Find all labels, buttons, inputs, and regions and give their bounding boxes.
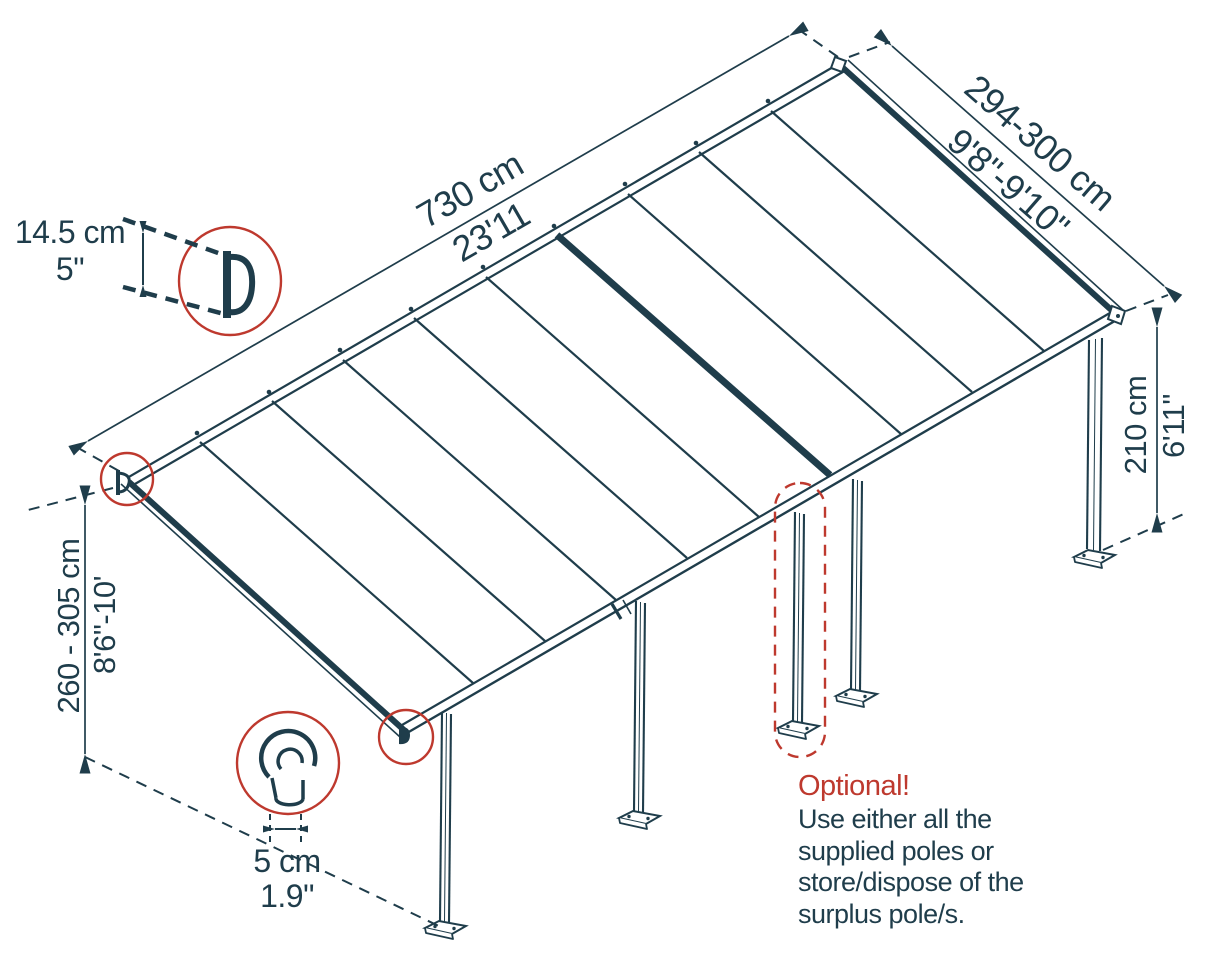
- dim-line-length: [68, 21, 809, 456]
- post-mid-right: [849, 478, 864, 692]
- ext-top-corner-right: [848, 41, 891, 58]
- dim-post-height-imperial-label: 6'11": [1156, 394, 1191, 458]
- post-mid-left: [632, 600, 647, 814]
- dim-post-height-metric-label: 210 cm: [1118, 376, 1153, 475]
- back-right-corner-cap: [829, 55, 848, 74]
- left-edge-outline: [120, 483, 401, 738]
- dim-eave-height-metric-label: 260 - 305 cm: [51, 539, 86, 714]
- optional-note-line: surplus pole/s.: [798, 899, 965, 929]
- callout-circle-front-corner: [377, 708, 435, 766]
- optional-note-line: Use either all the: [798, 804, 992, 834]
- callout-dash-top: [122, 216, 222, 257]
- support-posts: [438, 337, 1104, 924]
- panel-line: [342, 359, 617, 601]
- post-front-left: [438, 711, 453, 924]
- panel-line: [698, 151, 973, 393]
- ext-top-corner-left: [794, 26, 839, 58]
- dimension-lines: [68, 21, 1183, 774]
- optional-note-line: store/dispose of the: [798, 867, 1024, 897]
- panel-line: [199, 441, 474, 684]
- ext-left-corner-up: [79, 448, 120, 472]
- callout-circle-left-corner: [99, 451, 155, 507]
- optional-note: Optional! Use either all the supplied po…: [798, 770, 1024, 929]
- optional-pole-highlight: [773, 481, 827, 759]
- optional-note-title: Optional!: [798, 770, 910, 802]
- front-beam-splice: [610, 599, 632, 620]
- callout-dash-bottom: [122, 284, 229, 318]
- pole-elbow-icon: [258, 728, 318, 807]
- ground-line-left: [84, 756, 446, 930]
- dim-eave-height-imperial-label: 8'6"-10': [87, 576, 122, 674]
- callout-circle-gutter-profile: [177, 225, 283, 337]
- dim-pole-diameter-metric-label: 5 cm: [253, 843, 320, 879]
- back-beam-fixing-ticks: [194, 98, 771, 436]
- ext-left-corner-down: [27, 487, 114, 511]
- front-left-corner-cap: [399, 726, 410, 745]
- panel-line: [770, 110, 1045, 352]
- panel-line: [413, 317, 688, 559]
- post-front-right: [1085, 337, 1104, 552]
- ext-right-corner: [1125, 294, 1169, 312]
- ground-line-right: [1102, 512, 1187, 551]
- front-beam-outer-line: [406, 316, 1121, 735]
- panel-line: [627, 193, 902, 435]
- panel-line: [271, 400, 546, 642]
- back-beam-outer-line: [126, 62, 841, 479]
- dim-pole-diameter-imperial-label: 1.9": [260, 878, 314, 914]
- left-edge-bar: [126, 479, 408, 734]
- dim-line-depth: [873, 28, 1183, 304]
- dim-gutter-profile-imperial-label: 5": [56, 251, 84, 287]
- callout-circle-pole: [235, 710, 341, 816]
- panel-joint-profile-dark: [554, 232, 833, 478]
- gutter-profile-detail: 14.5 cm 5": [15, 214, 283, 337]
- pole-diameter-detail: 5 cm 1.9": [235, 710, 341, 914]
- left-corner-gutter-cap: [116, 470, 131, 495]
- post-optional: [791, 511, 806, 724]
- gutter-profile-icon: [223, 251, 256, 318]
- optional-note-line: supplied poles or: [798, 836, 994, 866]
- dim-gutter-profile-metric-label: 14.5 cm: [15, 214, 125, 250]
- front-right-corner-bolt: [1116, 314, 1120, 318]
- panel-line: [485, 276, 760, 518]
